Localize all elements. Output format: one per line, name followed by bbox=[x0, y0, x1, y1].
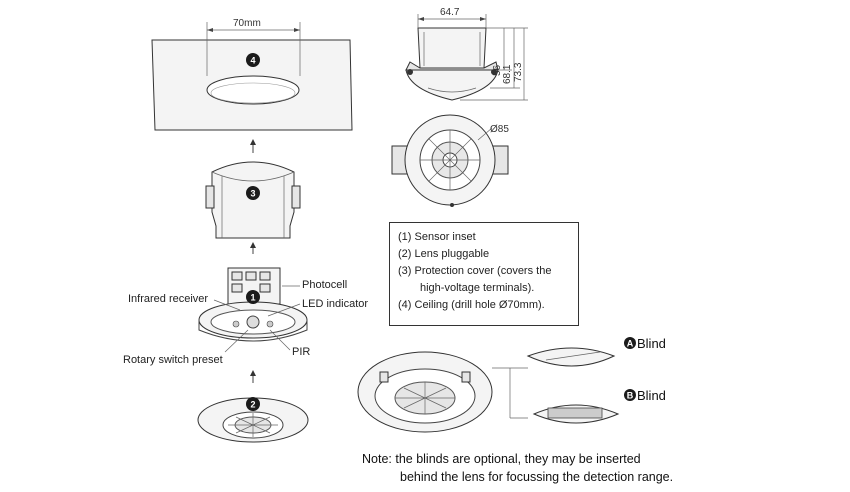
blind-b bbox=[532, 404, 620, 424]
lens bbox=[197, 397, 309, 443]
svg-text:A: A bbox=[627, 339, 634, 349]
led-indicator-label: LED indicator bbox=[302, 298, 368, 310]
diameter-label: Ø85 bbox=[490, 124, 509, 135]
arrow-up-icon bbox=[250, 139, 256, 153]
arrow-up-icon bbox=[250, 370, 256, 383]
blind-b-label: Blind bbox=[637, 388, 666, 403]
legend-item-3-continued: high-voltage terminals). bbox=[420, 282, 535, 294]
pir-label: PIR bbox=[292, 346, 310, 358]
lens-rear-view bbox=[357, 351, 493, 433]
sensor-side-view bbox=[405, 27, 499, 101]
ceiling-width-dimension bbox=[206, 22, 301, 76]
photocell-label: Photocell bbox=[302, 279, 347, 291]
legend-item-1: (1) Sensor inset bbox=[398, 231, 476, 243]
legend-item-3: (3) Protection cover (covers the bbox=[398, 265, 552, 277]
part-4-badge: 4 bbox=[246, 53, 260, 67]
side-width-dimension bbox=[417, 14, 487, 28]
part-2-badge: 2 bbox=[246, 397, 260, 411]
height-56-label: 56 bbox=[492, 64, 503, 76]
sensor-width-label: 64.7 bbox=[440, 7, 460, 18]
infrared-receiver-label: Infrared receiver bbox=[128, 293, 208, 305]
svg-text:3: 3 bbox=[250, 189, 255, 199]
blind-a bbox=[526, 347, 616, 367]
blind-b-badge: B bbox=[624, 389, 636, 401]
part-1-badge: 1 bbox=[246, 290, 260, 304]
blind-a-label: Blind bbox=[637, 336, 666, 351]
sensor-bottom-view bbox=[391, 114, 509, 207]
diameter-leader bbox=[477, 127, 493, 141]
part-3-badge: 3 bbox=[246, 186, 260, 200]
rotary-leader bbox=[224, 329, 249, 353]
height-73-label: 73.3 bbox=[513, 62, 524, 82]
sensor-inset bbox=[198, 267, 308, 342]
note-line-2: behind the lens for focussing the detect… bbox=[400, 470, 673, 484]
legend-item-2: (2) Lens pluggable bbox=[398, 248, 490, 260]
legend-item-4: (4) Ceiling (drill hole Ø70mm). bbox=[398, 299, 545, 311]
blind-a-badge: A bbox=[624, 337, 636, 349]
ceiling-hole-width-label: 70mm bbox=[233, 18, 261, 29]
height-dimensions bbox=[460, 27, 528, 101]
height-68-label: 68.1 bbox=[502, 64, 513, 84]
infrared-leader bbox=[213, 299, 241, 311]
rotary-switch-label: Rotary switch preset bbox=[123, 354, 223, 366]
led-leader bbox=[267, 303, 301, 317]
blind-bracket bbox=[492, 367, 528, 419]
legend-box: (1) Sensor inset (2) Lens pluggable (3) … bbox=[389, 222, 579, 326]
note-line-1: Note: the blinds are optional, they may … bbox=[362, 452, 641, 466]
svg-text:2: 2 bbox=[250, 400, 255, 410]
svg-text:1: 1 bbox=[250, 293, 255, 303]
svg-text:B: B bbox=[627, 391, 634, 401]
arrow-up-icon bbox=[250, 242, 256, 254]
pir-leader bbox=[269, 329, 291, 351]
svg-text:4: 4 bbox=[250, 56, 255, 66]
ceiling-plate bbox=[151, 39, 353, 131]
